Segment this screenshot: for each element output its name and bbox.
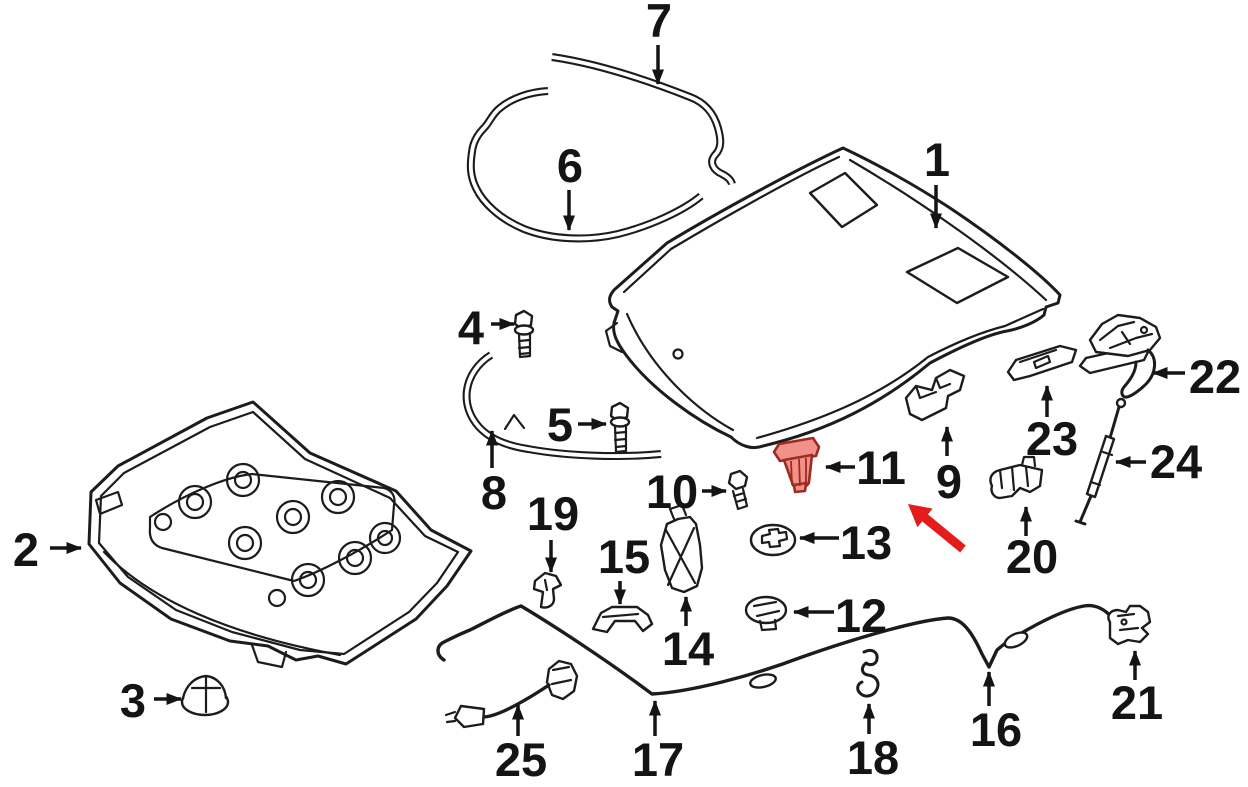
clip-19: [532, 571, 563, 609]
part-number-label: 12: [835, 589, 887, 642]
cable-crimp: [1003, 631, 1029, 649]
part-callout-25: 25: [495, 704, 547, 786]
latch-21: [1107, 604, 1152, 646]
clip-nut-12: [744, 595, 788, 632]
part-number-label: 15: [598, 530, 650, 583]
part-callout-22: 22: [1152, 350, 1241, 403]
bracket-9: [904, 368, 966, 422]
bolt-10: [727, 469, 749, 511]
part-number-label: 19: [527, 487, 579, 540]
bracket-14: [659, 503, 704, 594]
part-callout-17: 17: [632, 700, 684, 786]
part-callout-18: 18: [847, 703, 899, 784]
s-clip-18: [856, 648, 880, 698]
part-callout-16: 16: [970, 671, 1022, 756]
part-number-label: 18: [847, 731, 899, 784]
clip-nut-13: [749, 523, 797, 557]
part-callout-8: 8: [481, 430, 507, 519]
part-callout-11: 11: [825, 441, 906, 494]
part-number-label: 24: [1150, 435, 1202, 488]
part-number-label: 3: [120, 674, 146, 727]
part-callout-9: 9: [936, 426, 962, 508]
part-number-label: 6: [557, 139, 583, 192]
highlighted-clip-11: [772, 436, 821, 494]
hood-right-edge-line: [848, 158, 1048, 302]
part-number-label: 22: [1189, 350, 1241, 403]
part-callout-23: 23: [1026, 385, 1078, 465]
part-number-label: 11: [856, 441, 906, 494]
gas-strut-24: [1074, 397, 1127, 526]
part-number-label: 5: [547, 398, 573, 451]
part-number-label: 4: [458, 301, 484, 354]
hood-hole: [672, 348, 684, 360]
part-callout-10: 10: [646, 465, 727, 518]
sensor-25: [444, 659, 579, 729]
hood-front-lip-line: [755, 307, 1045, 440]
part-number-label: 16: [970, 703, 1022, 756]
part-callout-21: 21: [1111, 650, 1163, 729]
part-number-label: 7: [646, 0, 672, 47]
part-number-label: 20: [1006, 530, 1058, 583]
part-callout-4: 4: [458, 301, 515, 354]
part-number-label: 8: [481, 466, 507, 519]
hood-hinge-22: [1078, 313, 1162, 399]
part-number-label: 17: [632, 733, 684, 786]
part-number-label: 25: [495, 733, 547, 786]
part-callout-14: 14: [662, 596, 714, 675]
part-callout-1: 1: [924, 133, 950, 229]
part-number-label: 9: [936, 455, 962, 508]
release-cable: [436, 603, 1114, 696]
part-callout-12: 12: [793, 589, 887, 642]
part-callout-5: 5: [547, 398, 607, 451]
cable-crimp: [749, 673, 777, 689]
bracket-15: [591, 605, 654, 634]
part-callout-24: 24: [1115, 435, 1202, 488]
part-callout-7: 7: [646, 0, 672, 85]
panel-bosses: [153, 462, 402, 608]
part-number-label: 21: [1111, 676, 1163, 729]
part-callout-13: 13: [799, 516, 892, 569]
red-pointer-arrow: [908, 504, 966, 553]
bolt-5: [609, 401, 631, 454]
hood-side-seal-6: [466, 87, 704, 243]
bracket-23: [1006, 344, 1078, 382]
clip-20: [989, 455, 1044, 500]
part-number-label: 23: [1026, 412, 1078, 465]
part-callout-2: 2: [13, 523, 82, 576]
front-seal-8: [462, 351, 662, 461]
part-callout-19: 19: [527, 487, 579, 573]
hood-corner-hook: [604, 321, 624, 354]
hood-left-crease: [625, 312, 735, 432]
hood-rear-edge-line: [622, 155, 841, 294]
part-callout-6: 6: [557, 139, 583, 231]
hood-vent-front: [905, 246, 1010, 305]
bolt-4: [513, 309, 535, 359]
part-number-label: 10: [646, 465, 698, 518]
hood-rear-seal-7: [551, 53, 736, 186]
part-number-label: 13: [840, 516, 892, 569]
hood-vent-rear: [808, 171, 879, 229]
insulation-panel: [87, 400, 473, 669]
part-callout-15: 15: [598, 530, 650, 605]
cone-grommet: [180, 674, 230, 717]
part-number-label: 14: [662, 622, 714, 675]
part-number-label: 1: [924, 133, 950, 186]
part-callout-3: 3: [120, 674, 182, 727]
part-callout-20: 20: [1006, 506, 1058, 583]
hood-panel: [604, 146, 1062, 450]
part-number-label: 2: [13, 523, 39, 576]
